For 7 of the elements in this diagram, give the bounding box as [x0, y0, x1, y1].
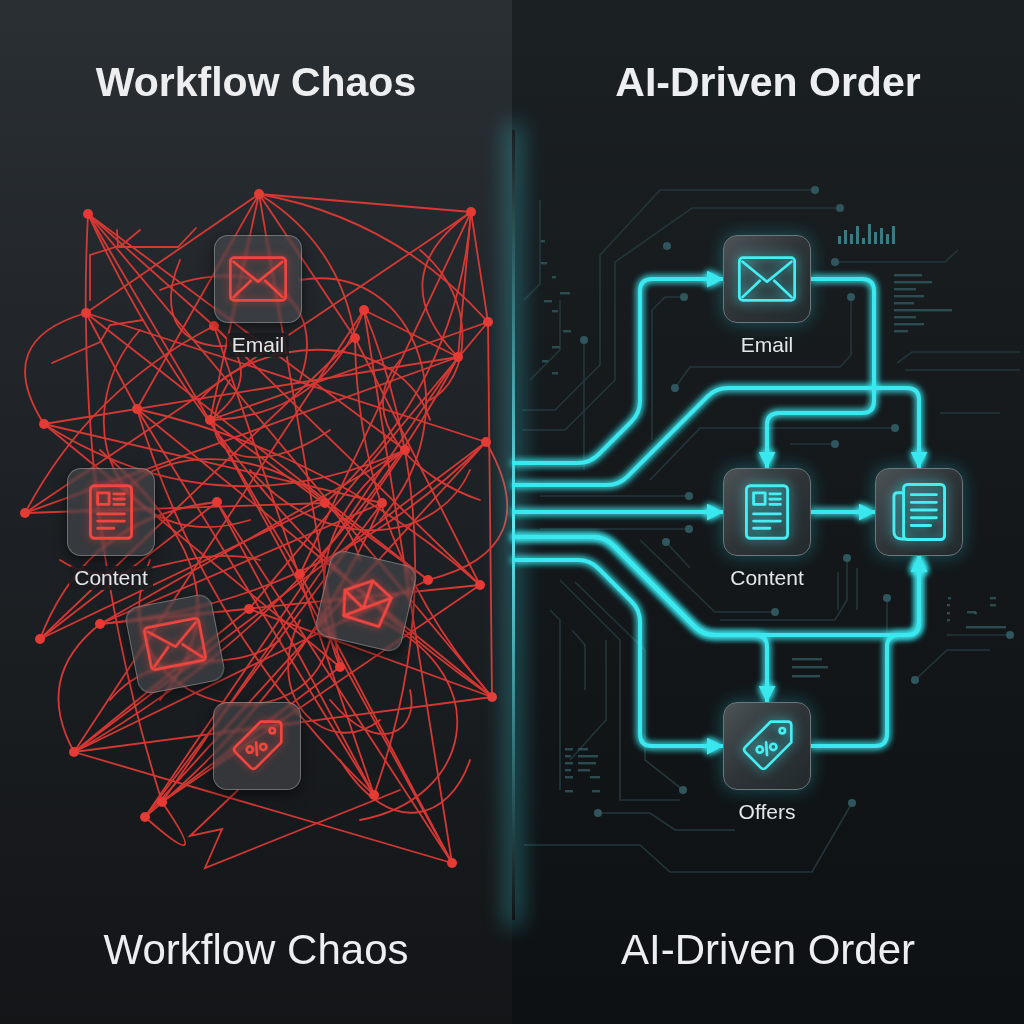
panel-heading: AI-Driven Order [614, 58, 922, 106]
panel-heading: AI-Driven Order [619, 925, 917, 975]
tile-label: Email [226, 333, 290, 357]
panel-heading: Workflow Chaos [94, 58, 418, 106]
background-panel [0, 0, 512, 1024]
panel-heading: Workflow Chaos [102, 925, 410, 975]
tile-label: Content [69, 566, 153, 590]
